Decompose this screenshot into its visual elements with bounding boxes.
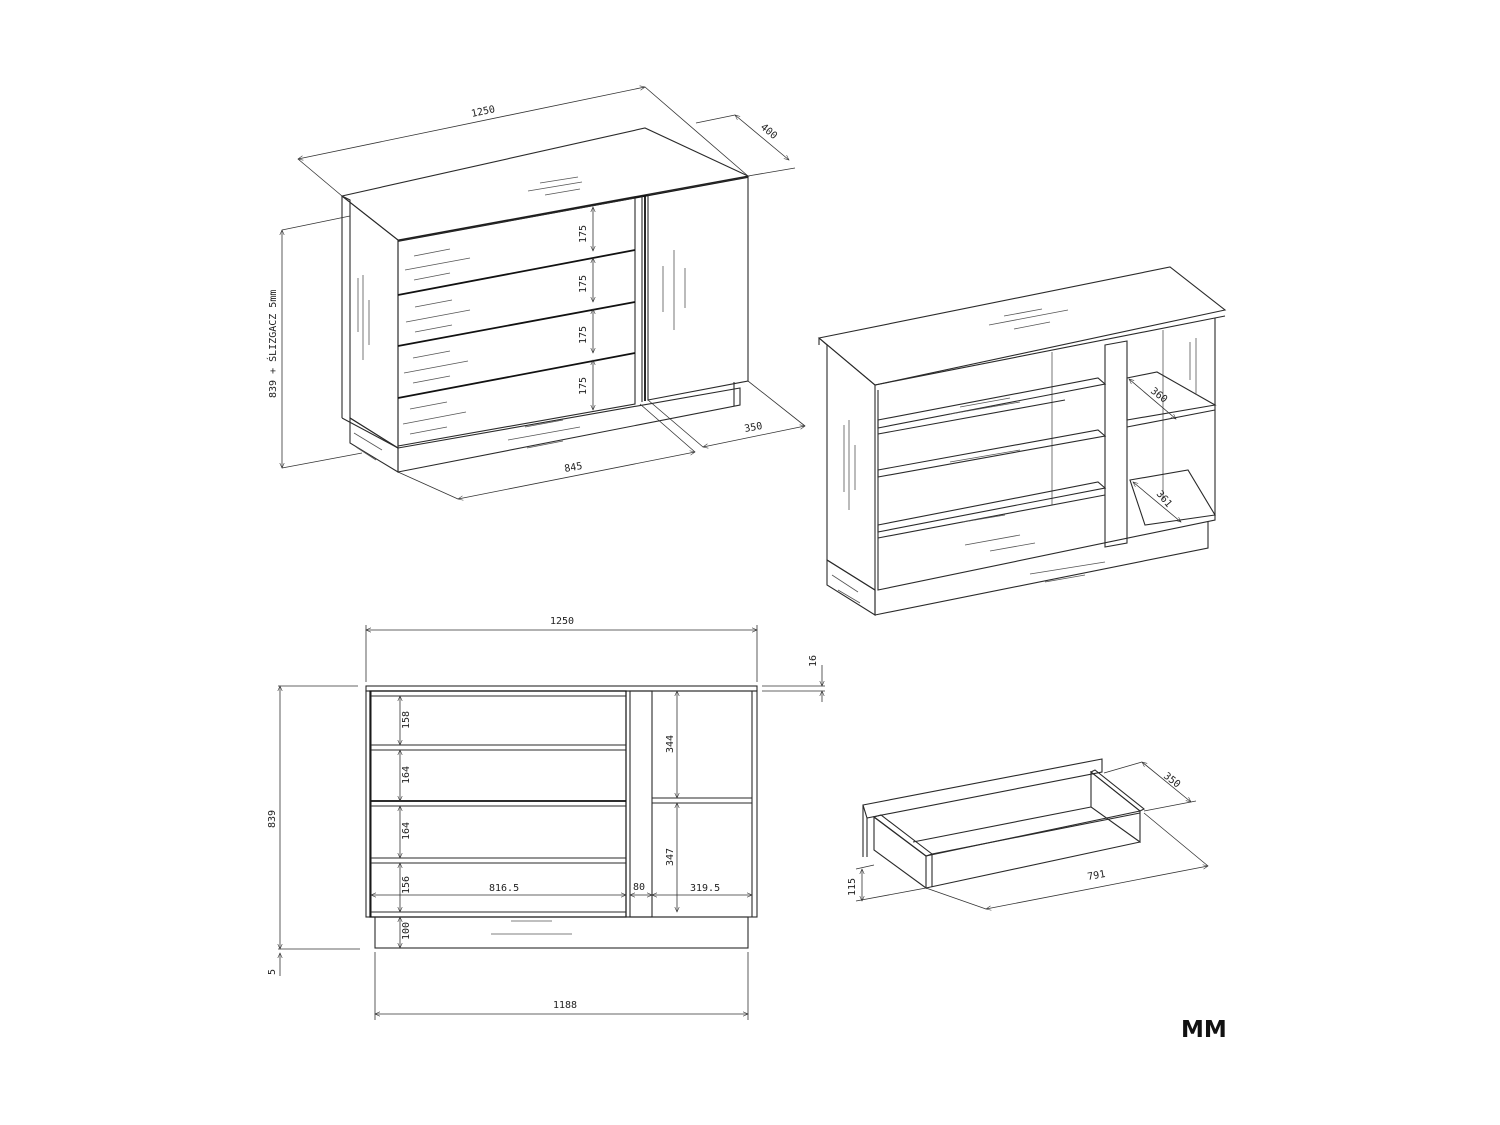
label-right-upper: 344 bbox=[665, 735, 676, 753]
label-compartment-1: 158 bbox=[401, 711, 412, 729]
label-compartment-3: 164 bbox=[401, 822, 412, 840]
label-front-width: 1250 bbox=[550, 616, 574, 627]
label-drawer-height: 115 bbox=[847, 878, 858, 896]
units-label: MM bbox=[1181, 1017, 1227, 1043]
label-right-lower: 347 bbox=[665, 848, 676, 866]
label-drawer-3: 175 bbox=[578, 326, 589, 344]
label-left-width: 816.5 bbox=[489, 883, 519, 894]
label-drawer-1: 175 bbox=[578, 225, 589, 243]
iso-view-closed: 1250 400 839 + ŚLIZGACZ 5mm 175 175 175 … bbox=[266, 87, 805, 499]
label-right-width: 319.5 bbox=[690, 883, 720, 894]
label-compartment-2: 164 bbox=[401, 766, 412, 784]
label-top-thickness: 16 bbox=[808, 655, 819, 667]
label-drawer-section-width: 845 bbox=[564, 461, 584, 475]
drawer-detail: 350 791 115 bbox=[847, 758, 1208, 909]
label-door-depth: 350 bbox=[744, 421, 764, 435]
label-glide-height: 5 bbox=[267, 969, 278, 975]
label-front-height: 839 bbox=[267, 810, 278, 828]
label-divider-width: 80 bbox=[633, 882, 645, 893]
label-drawer-2: 175 bbox=[578, 275, 589, 293]
label-drawer-depth: 350 bbox=[1161, 771, 1182, 791]
label-plinth-height: 100 bbox=[401, 922, 412, 940]
label-iso-width: 1250 bbox=[470, 104, 496, 120]
label-drawer-length: 791 bbox=[1087, 869, 1107, 883]
label-shelf-depth-lower: 361 bbox=[1154, 489, 1174, 510]
front-view: 1250 16 839 5 158 164 164 156 100 344 34… bbox=[267, 616, 825, 1020]
label-drawer-4: 175 bbox=[578, 377, 589, 395]
label-compartment-4: 156 bbox=[401, 876, 412, 894]
label-iso-depth: 400 bbox=[758, 122, 779, 142]
label-plinth-width: 1188 bbox=[553, 1000, 577, 1011]
label-iso-height: 839 + ŚLIZGACZ 5mm bbox=[266, 290, 279, 398]
label-shelf-depth-upper: 360 bbox=[1148, 386, 1169, 406]
iso-view-open: 360 361 bbox=[817, 266, 1227, 616]
